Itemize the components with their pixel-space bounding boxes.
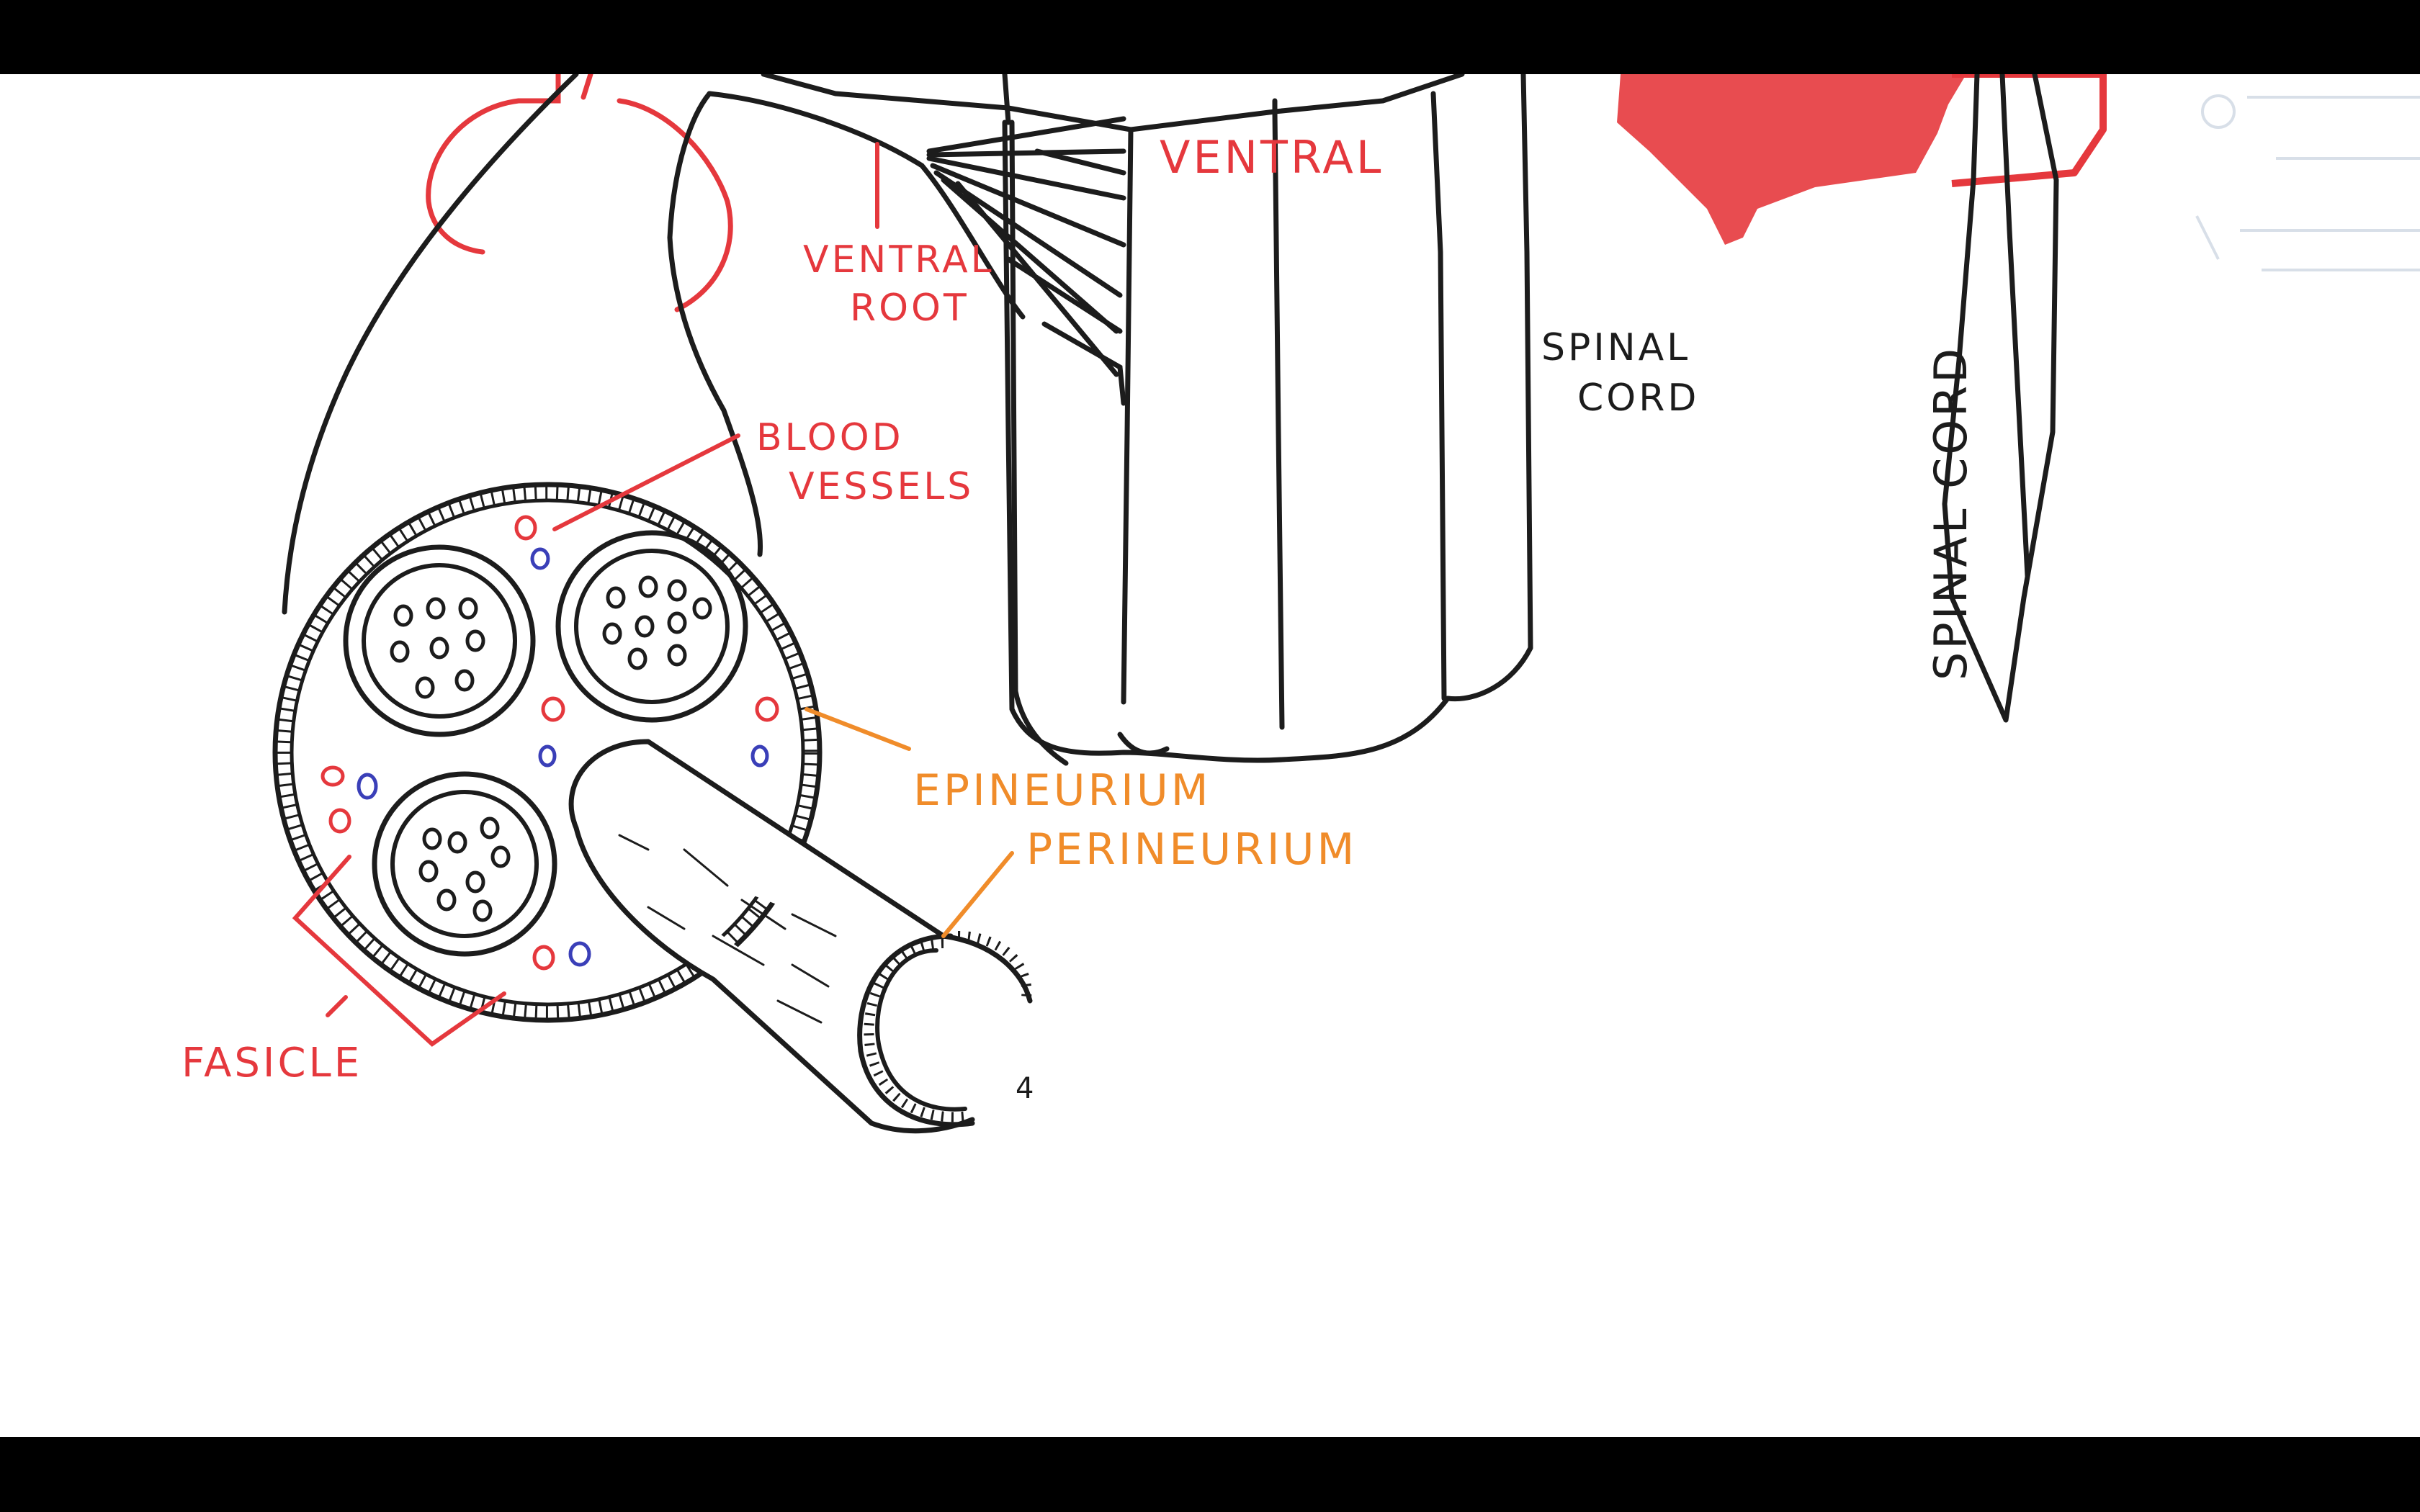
blood-vessels-leader — [552, 433, 740, 531]
blood-vessels-label-2: VESSELS — [789, 465, 974, 508]
leader-lines — [292, 142, 1014, 1047]
epineurium-hatching — [277, 486, 817, 1019]
fascicle-bracket — [292, 855, 506, 1047]
fascicle-cylinder-end-outer — [857, 933, 975, 1128]
fascicle-label: FASICLE — [182, 1040, 362, 1086]
fascicle-group — [343, 530, 748, 957]
ventral-rootlets — [926, 116, 1126, 406]
spinal-cord-label-1: SPINAL — [1541, 326, 1690, 369]
blood-vessels-label-1: BLOOD — [756, 416, 904, 459]
fascicle-cylinder — [568, 739, 1033, 1134]
fascicle-1-core — [362, 563, 517, 719]
ventral-label: VENTRAL — [1160, 131, 1384, 184]
epineurium-inner — [290, 498, 805, 1007]
fascicle-1 — [343, 544, 536, 737]
perineurium-leader — [941, 851, 1014, 938]
epineurium-leader — [805, 707, 911, 751]
nerve-trunk-top — [707, 91, 1026, 320]
blood-vessel-dots — [321, 515, 779, 971]
fascicle-cylinder-end-inner — [875, 948, 967, 1112]
spinal-cord-label-2: CORD — [1577, 377, 1699, 420]
fascicle-2-core — [574, 549, 730, 704]
red-outline-shape — [1951, 74, 2107, 187]
fascicle-3-core — [390, 790, 539, 938]
spinal-cord-front — [761, 74, 1533, 763]
small-mark: 4 — [1016, 1072, 1036, 1105]
ventral-root-label-1: VENTRAL — [803, 238, 995, 282]
fascicle-leader — [326, 995, 348, 1017]
red-highlight-shape — [1617, 74, 1966, 245]
red-loop — [426, 74, 733, 312]
whiteboard: VENTRAL VENTRAL ROOT SPINAL CORD SPINAL … — [0, 74, 2420, 1437]
fascicle-3 — [372, 771, 557, 957]
nerve-trunk-outline — [282, 74, 763, 615]
epineurium-label: EPINEURIUM — [913, 765, 1211, 816]
ventral-root-label-2: ROOT — [850, 287, 969, 330]
spinal-cord-left-edge — [1009, 120, 1069, 766]
spinal-cord-side-view — [1942, 74, 2059, 723]
spinal-cord-center-line — [1002, 74, 1278, 125]
fascicle-cylinder-rim — [957, 931, 1032, 998]
perineurium-label: PERINEURIUM — [1026, 824, 1357, 875]
axon-dots — [390, 575, 712, 922]
spinal-cord-vertical-label: SPINAL CORD — [1924, 346, 1977, 680]
nerve-diagram: VENTRAL VENTRAL ROOT SPINAL CORD SPINAL … — [182, 74, 2420, 1134]
cylinder-texture-lines — [618, 834, 837, 1024]
epineurium-outer — [272, 482, 823, 1023]
fascicle-2 — [555, 530, 748, 723]
faint-background-writing — [2195, 94, 2420, 271]
